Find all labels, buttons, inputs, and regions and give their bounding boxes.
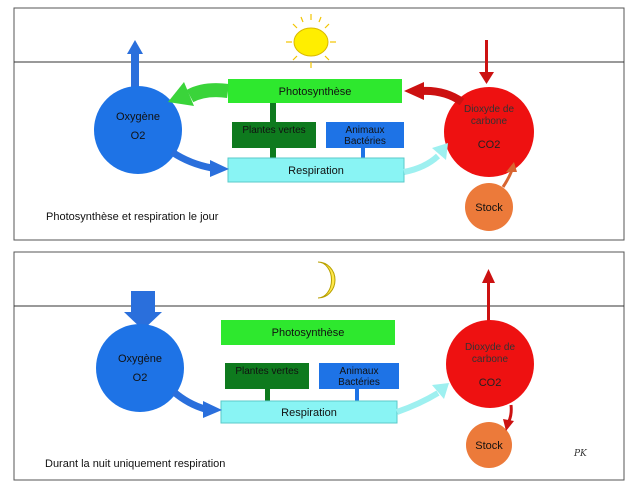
photosynthesis-box	[228, 79, 402, 103]
oxygen-circle	[96, 324, 184, 412]
animals-label-line1: Animaux	[340, 366, 379, 377]
oxygen-release-arrow	[127, 40, 143, 92]
co2-name-line1: Dioxyde de	[464, 104, 514, 115]
animals-box	[326, 122, 404, 148]
co2-name-line1: Dioxyde de	[465, 342, 515, 353]
oxygen-circle	[94, 86, 182, 174]
respiration-box	[227, 157, 405, 183]
plants-connector	[265, 389, 270, 401]
animals-label-line2: Bactéries	[344, 136, 386, 147]
co2-release-arrow	[482, 269, 495, 324]
co2-to-photosynthesis-arrow	[404, 82, 465, 106]
day-panel: Oxygène O2 Dioxyde de carbone CO2 Stock …	[13, 7, 625, 241]
animals-connector	[355, 389, 359, 401]
co2-input-arrow	[479, 40, 494, 84]
plants-label: Plantes vertes	[235, 366, 298, 377]
night-panel: Oxygène O2 Dioxyde de carbone CO2 Stock …	[13, 251, 625, 481]
sun-icon	[286, 14, 336, 68]
oxygen-name: Oxygène	[116, 111, 160, 123]
day-caption: Photosynthèse et respiration le jour	[46, 211, 219, 223]
co2-circle	[444, 87, 534, 177]
co2-name-line2: carbone	[472, 354, 509, 365]
oxygen-formula: O2	[131, 130, 146, 142]
stock-to-co2-arrow	[501, 162, 517, 188]
photosynthesis-label: Photosynthèse	[279, 86, 352, 98]
stock-circle	[465, 183, 513, 231]
respiration-to-co2-arrow	[396, 383, 449, 415]
sun-disc	[293, 27, 329, 57]
oxygen-formula: O2	[133, 372, 148, 384]
photosynthesis-to-oxygen-arrow	[168, 82, 229, 106]
respiration-label: Respiration	[288, 165, 344, 177]
co2-name-line2: carbone	[471, 116, 508, 127]
oxygen-to-respiration-arrow	[170, 149, 229, 177]
stock-label: Stock	[475, 202, 503, 214]
animals-connector	[361, 148, 365, 158]
stock-label: Stock	[475, 440, 503, 452]
oxygen-input-arrow	[124, 291, 162, 330]
animals-label-line1: Animaux	[346, 125, 385, 136]
oxygen-name: Oxygène	[118, 353, 162, 365]
photosynthesis-label: Photosynthèse	[272, 327, 345, 339]
stock-circle	[466, 422, 512, 468]
co2-formula: CO2	[479, 377, 502, 389]
plants-box	[232, 122, 316, 148]
animals-box	[319, 363, 399, 389]
co2-formula: CO2	[478, 139, 501, 151]
animals-label-line2: Bactéries	[338, 377, 380, 388]
respiration-label: Respiration	[281, 407, 337, 419]
moon-icon	[317, 261, 336, 299]
co2-circle	[446, 320, 534, 408]
oxygen-to-respiration-arrow	[171, 389, 222, 418]
co2-to-stock-arrow	[503, 404, 514, 431]
respiration-to-co2-arrow	[403, 143, 448, 175]
night-caption: Durant la nuit uniquement respiration	[45, 458, 225, 470]
plants-box	[225, 363, 309, 389]
photosynthesis-box	[221, 320, 395, 345]
plants-label: Plantes vertes	[242, 125, 305, 136]
author-signature: PK	[573, 449, 588, 459]
